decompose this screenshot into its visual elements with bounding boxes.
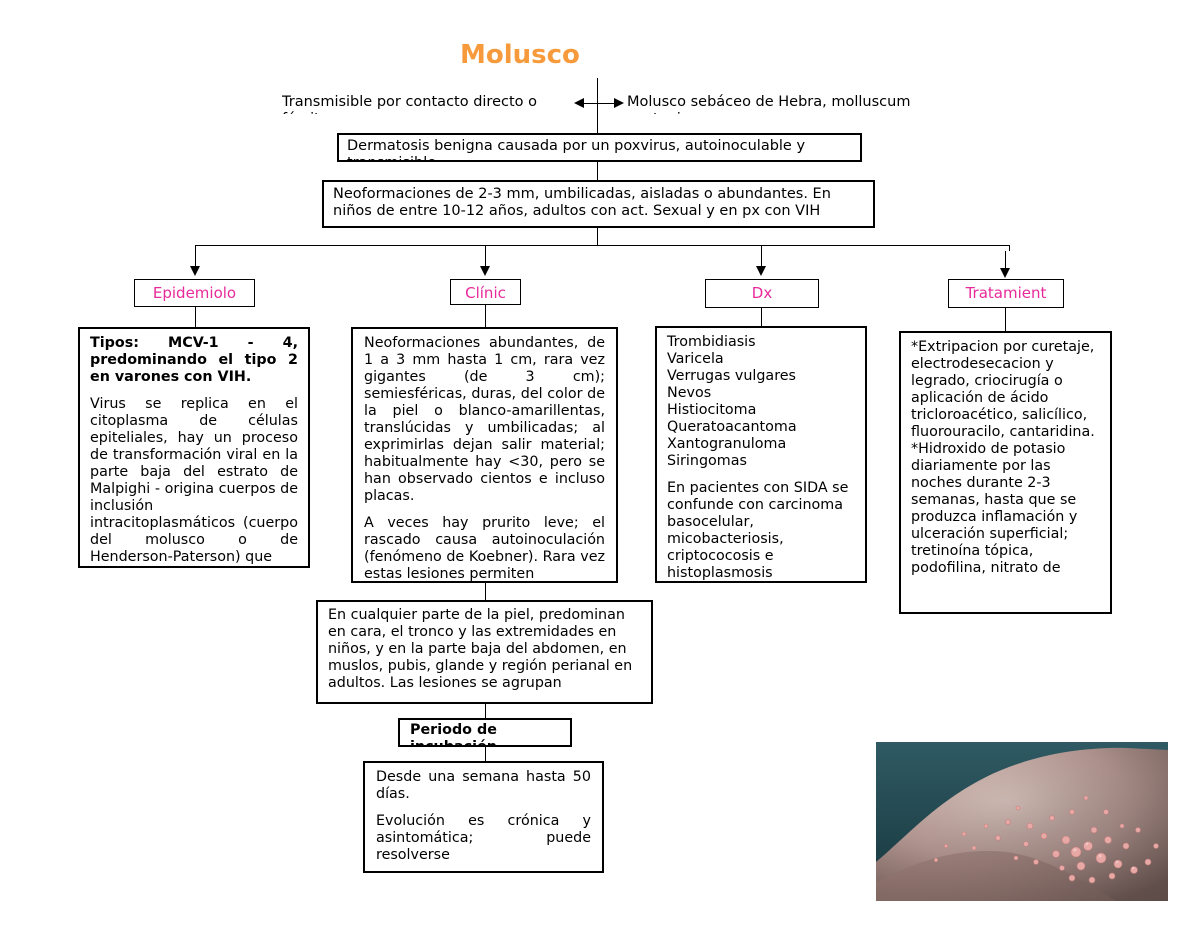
tratamiento-curetaje-text: *Extripacion por curetaje, electrodeseca… — [911, 339, 1100, 441]
tratamiento-box: *Extripacion por curetaje, electrodeseca… — [899, 331, 1112, 614]
category-tratamiento: Tratamient — [948, 279, 1064, 308]
connector-def-features — [597, 162, 598, 180]
dx-item: Siringomas — [667, 453, 855, 470]
drop-clinica — [485, 245, 486, 266]
dx-box: Trombidiasis Varicela Verrugas vulgares … — [655, 326, 867, 583]
connector-trat-content — [1005, 308, 1006, 331]
periodo-label-box: Periodo de incubación — [398, 718, 572, 747]
connector-top — [597, 78, 598, 133]
connector-dx-content — [761, 308, 762, 326]
dx-item: Varicela — [667, 351, 855, 368]
tipos-text: Tipos: MCV-1 - 4, predominando el tipo 2… — [90, 335, 298, 386]
definition-box: Dermatosis benigna causada por un poxvir… — [337, 133, 862, 162]
arrow-right-icon — [614, 98, 624, 108]
localizacion-text: En cualquier parte de la piel, predomina… — [328, 607, 641, 692]
drop-epidemiologia — [195, 245, 196, 266]
clinica-box: Neoformaciones abundantes, de 1 a 3 mm h… — [351, 327, 618, 583]
periodo-evolucion-text: Evolución es crónica y asintomática; pue… — [376, 813, 591, 864]
arrow-down-icon — [480, 266, 490, 276]
features-box: Neoformaciones de 2-3 mm, umbilicadas, a… — [322, 180, 875, 228]
dx-item: Trombidiasis — [667, 334, 855, 351]
connector-features-branch — [597, 228, 598, 245]
dx-sida-text: En pacientes con SIDA se confunde con ca… — [667, 480, 855, 582]
dx-item: Nevos — [667, 385, 855, 402]
arrow-down-icon — [756, 266, 766, 276]
clinica-lesions-text: Neoformaciones abundantes, de 1 a 3 mm h… — [364, 335, 605, 505]
dx-item: Histiocitoma — [667, 402, 855, 419]
connector-clin-loc — [485, 583, 486, 600]
clinica-prurito-text: A veces hay prurito leve; el rascado cau… — [364, 515, 605, 583]
arrow-left-icon — [574, 98, 584, 108]
transmission-note: Transmisible por contacto directo o fómi… — [282, 94, 572, 114]
dx-item: Verrugas vulgares — [667, 368, 855, 385]
tratamiento-potasio-text: *Hidroxido de potasio diariamente por la… — [911, 441, 1100, 577]
periodo-duracion-text: Desde una semana hasta 50 días. — [376, 769, 591, 803]
double-arrow-line — [580, 103, 618, 104]
epidemiologia-box: Tipos: MCV-1 - 4, predominando el tipo 2… — [78, 327, 310, 568]
branch-line — [195, 245, 1010, 246]
connector-periodo-content — [485, 747, 486, 761]
category-epidemiologia: Epidemiolo — [134, 279, 255, 307]
synonyms-note: Molusco sebáceo de Hebra, molluscum cont… — [627, 94, 937, 114]
connector-clin-content — [485, 305, 486, 327]
periodo-box: Desde una semana hasta 50 días. Evolució… — [363, 761, 604, 873]
connector-loc-periodo — [485, 704, 486, 718]
drop-dx — [761, 245, 762, 266]
dx-item: Xantogranuloma — [667, 436, 855, 453]
arrow-down-icon — [190, 266, 200, 276]
virus-text: Virus se replica en el citoplasma de cél… — [90, 396, 298, 566]
category-clinica: Clínic — [450, 279, 521, 305]
branch-tick-right — [1009, 245, 1010, 251]
dx-list: Trombidiasis Varicela Verrugas vulgares … — [667, 334, 855, 470]
drop-tratamiento — [1005, 251, 1006, 268]
diagram-title: Molusco — [460, 40, 580, 70]
localizacion-box: En cualquier parte de la piel, predomina… — [316, 600, 653, 704]
category-dx: Dx — [705, 279, 819, 308]
dx-item: Queratoacantoma — [667, 419, 855, 436]
clinical-photo — [876, 742, 1168, 901]
arrow-down-icon — [1000, 268, 1010, 278]
connector-epi-content — [195, 307, 196, 327]
